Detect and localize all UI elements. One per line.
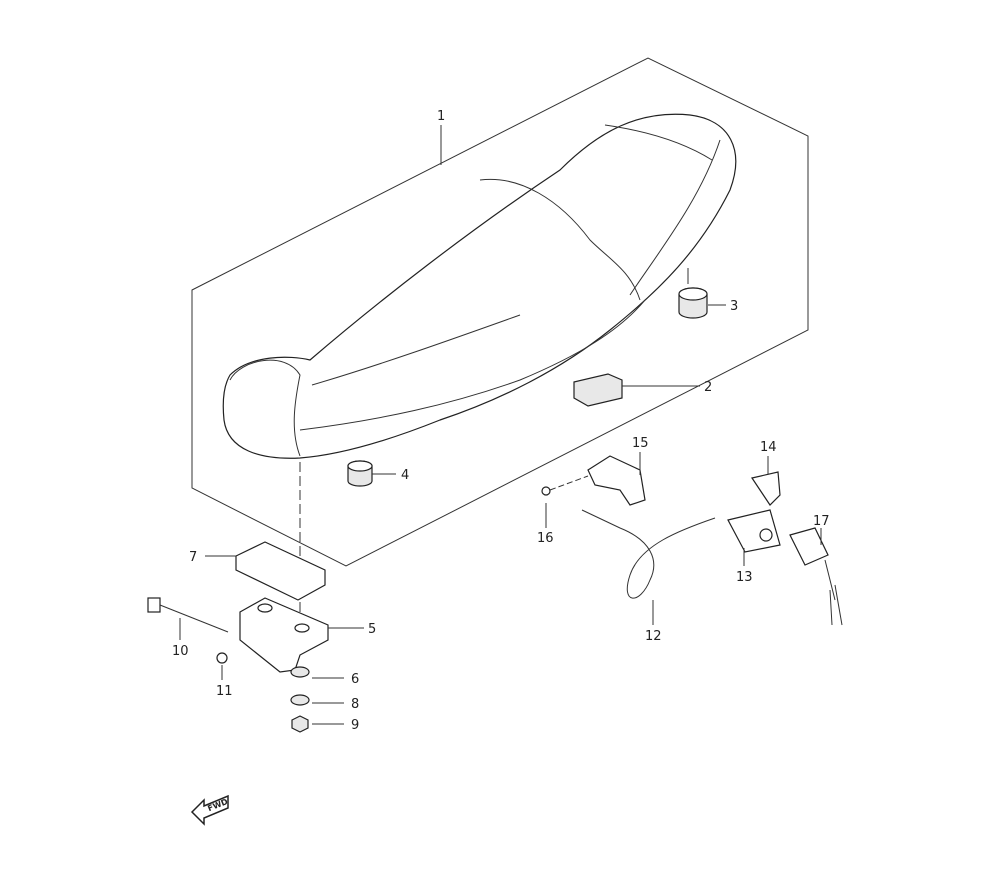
callout-9: 9 <box>351 718 359 733</box>
part-7-plate <box>205 541 326 601</box>
callout-12: 12 <box>645 629 662 644</box>
part-13-bracket <box>727 509 781 566</box>
callout-17: 17 <box>813 514 830 529</box>
callout-10: 10 <box>172 644 189 659</box>
part-9-nut <box>291 715 344 733</box>
part-3-cushion <box>678 268 726 319</box>
part-2-rubber-block <box>573 373 700 407</box>
callout-7: 7 <box>189 550 197 565</box>
part-6-washer <box>290 666 344 679</box>
part-8-washer <box>290 694 344 706</box>
fwd-arrow-icon: FWD <box>190 794 230 826</box>
callout-6: 6 <box>351 672 359 687</box>
callout-8: 8 <box>351 697 359 712</box>
part-12-cable <box>581 509 716 625</box>
callout-1: 1 <box>437 109 445 124</box>
part-4-cushion <box>347 460 396 487</box>
callout-5: 5 <box>368 622 376 637</box>
callout-14: 14 <box>760 440 777 455</box>
callout-3: 3 <box>730 299 738 314</box>
callout-16: 16 <box>537 531 554 546</box>
part-10-bolt <box>147 597 229 640</box>
part-14-clip <box>751 456 781 506</box>
part-17-lock <box>789 527 843 626</box>
callout-11: 11 <box>216 684 233 699</box>
part-15-latch <box>549 452 646 506</box>
seat <box>222 113 737 459</box>
part-11-clip <box>216 652 228 680</box>
part-16-screw <box>541 486 551 528</box>
seat-assembly-box <box>191 57 809 567</box>
callout-15: 15 <box>632 436 649 451</box>
callout-13: 13 <box>736 570 753 585</box>
part-5-bracket <box>239 597 364 673</box>
callout-2: 2 <box>704 380 712 395</box>
callout-4: 4 <box>401 468 409 483</box>
